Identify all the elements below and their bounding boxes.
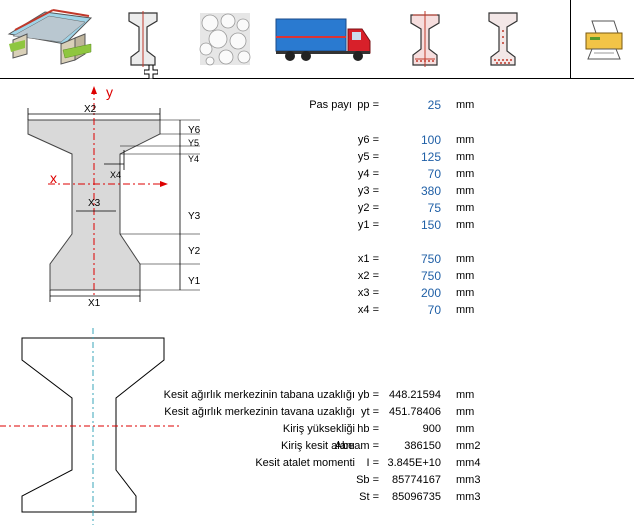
y1-dim-label: Y1 bbox=[188, 276, 201, 287]
result-yt-symbol: yt = bbox=[360, 406, 379, 418]
x3-symbol: x3 = bbox=[357, 287, 379, 299]
y2-symbol: y2 = bbox=[357, 202, 379, 214]
y3-symbol: y3 = bbox=[357, 185, 379, 197]
x2-dim-label: X2 bbox=[84, 104, 97, 115]
result-hb-symbol: hb = bbox=[357, 423, 379, 435]
y5-dim-label: Y5 bbox=[188, 138, 199, 148]
result-yt-value: 451.78406 bbox=[389, 406, 441, 418]
aggregate-material-button[interactable] bbox=[195, 0, 255, 78]
result-hb-unit: mm bbox=[456, 423, 475, 435]
x1-symbol: x1 = bbox=[357, 253, 379, 265]
cover-symbol: pp = bbox=[357, 99, 379, 111]
reinforced-beam-icon bbox=[410, 11, 440, 67]
y1-unit: mm bbox=[456, 219, 475, 231]
strand-beam-icon bbox=[488, 12, 518, 66]
bridge-icon bbox=[7, 9, 93, 65]
x4-dim-label: X4 bbox=[110, 170, 121, 180]
y6-dim-label: Y6 bbox=[188, 125, 201, 136]
result-yb-unit: mm bbox=[456, 389, 475, 401]
reinforced-section-button[interactable] bbox=[400, 0, 450, 78]
x1-dim-label: X1 bbox=[88, 298, 101, 309]
aggregate-icon bbox=[199, 13, 251, 66]
result-area-label: Kiriş kesit alanı bbox=[281, 440, 355, 452]
y6-symbol: y6 = bbox=[357, 134, 379, 146]
result-yb-symbol: yb = bbox=[357, 389, 379, 401]
y3-value[interactable]: 380 bbox=[420, 184, 441, 198]
y5-symbol: y5 = bbox=[357, 151, 379, 163]
cover-unit: mm bbox=[456, 99, 475, 111]
result-yt-unit: mm bbox=[456, 406, 475, 418]
toolbar-separator bbox=[570, 0, 571, 78]
printer-icon bbox=[585, 20, 623, 60]
result-sb-value: 85774167 bbox=[392, 474, 441, 486]
x1-unit: mm bbox=[456, 253, 475, 265]
result-inertia-symbol: I = bbox=[366, 457, 379, 469]
y4-dim-label: Y4 bbox=[188, 154, 199, 164]
y-axis-label: y bbox=[106, 84, 113, 100]
result-inertia-unit: mm4 bbox=[456, 457, 481, 469]
result-inertia-value: 3.845E+10 bbox=[387, 457, 441, 469]
x3-unit: mm bbox=[456, 287, 475, 299]
y4-symbol: y4 = bbox=[357, 168, 379, 180]
strand-section-button[interactable] bbox=[478, 0, 528, 78]
section-dimension-diagram: y x X2 X1 X3 X4 Y6 Y5 Y4 Y3 Y2 Y1 bbox=[27, 84, 201, 309]
result-yt-label: Kesit ağırlık merkezinin tavana uzaklığı bbox=[164, 406, 355, 418]
x2-symbol: x2 = bbox=[357, 270, 379, 282]
y6-value[interactable]: 100 bbox=[420, 133, 441, 147]
result-st-unit: mm3 bbox=[456, 491, 481, 503]
y5-value[interactable]: 125 bbox=[420, 150, 441, 164]
i-beam-section-button[interactable] bbox=[118, 0, 168, 78]
result-st-value: 85096735 bbox=[392, 491, 441, 503]
truck-icon bbox=[275, 18, 371, 61]
cursor-crosshair-icon bbox=[144, 65, 158, 79]
result-hb-label: Kiriş yüksekliği bbox=[282, 423, 355, 435]
x3-dim-label: X3 bbox=[88, 198, 101, 209]
result-area-value: 386150 bbox=[404, 440, 441, 452]
y3-unit: mm bbox=[456, 185, 475, 197]
cover-value[interactable]: 25 bbox=[427, 98, 441, 112]
y2-value[interactable]: 75 bbox=[427, 201, 441, 215]
result-sb-unit: mm3 bbox=[456, 474, 481, 486]
y5-unit: mm bbox=[456, 151, 475, 163]
y4-unit: mm bbox=[456, 168, 475, 180]
i-beam-icon bbox=[128, 11, 158, 67]
result-yb-value: 448.21594 bbox=[389, 389, 441, 401]
result-hb-value: 900 bbox=[422, 423, 441, 435]
y1-value[interactable]: 150 bbox=[420, 218, 441, 232]
y2-dim-label: Y2 bbox=[188, 246, 201, 257]
x2-unit: mm bbox=[456, 270, 475, 282]
result-inertia-label: Kesit atalet momenti bbox=[255, 457, 355, 469]
section-outline-drawing bbox=[0, 328, 180, 525]
x-axis-label: x bbox=[50, 170, 57, 186]
result-st-symbol: St = bbox=[359, 491, 379, 503]
x4-unit: mm bbox=[456, 304, 475, 316]
toolbar bbox=[0, 0, 634, 79]
bridge-icon-button[interactable] bbox=[0, 0, 100, 78]
result-sb-symbol: Sb = bbox=[356, 474, 379, 486]
x3-value[interactable]: 200 bbox=[420, 286, 441, 300]
x4-symbol: x4 = bbox=[357, 304, 379, 316]
print-button[interactable] bbox=[576, 0, 632, 78]
y4-value[interactable]: 70 bbox=[427, 167, 441, 181]
truck-load-button[interactable] bbox=[272, 0, 376, 78]
y3-dim-label: Y3 bbox=[188, 211, 201, 222]
result-yb-label: Kesit ağırlık merkezinin tabana uzaklığı bbox=[163, 389, 355, 401]
y2-unit: mm bbox=[456, 202, 475, 214]
y1-symbol: y1 = bbox=[357, 219, 379, 231]
x2-value[interactable]: 750 bbox=[420, 269, 441, 283]
cover-label: Pas payı bbox=[309, 99, 352, 111]
result-area-unit: mm2 bbox=[456, 440, 481, 452]
x1-value[interactable]: 750 bbox=[420, 252, 441, 266]
result-area-symbol: Abeam = bbox=[334, 440, 379, 452]
y6-unit: mm bbox=[456, 134, 475, 146]
x4-value[interactable]: 70 bbox=[427, 303, 441, 317]
